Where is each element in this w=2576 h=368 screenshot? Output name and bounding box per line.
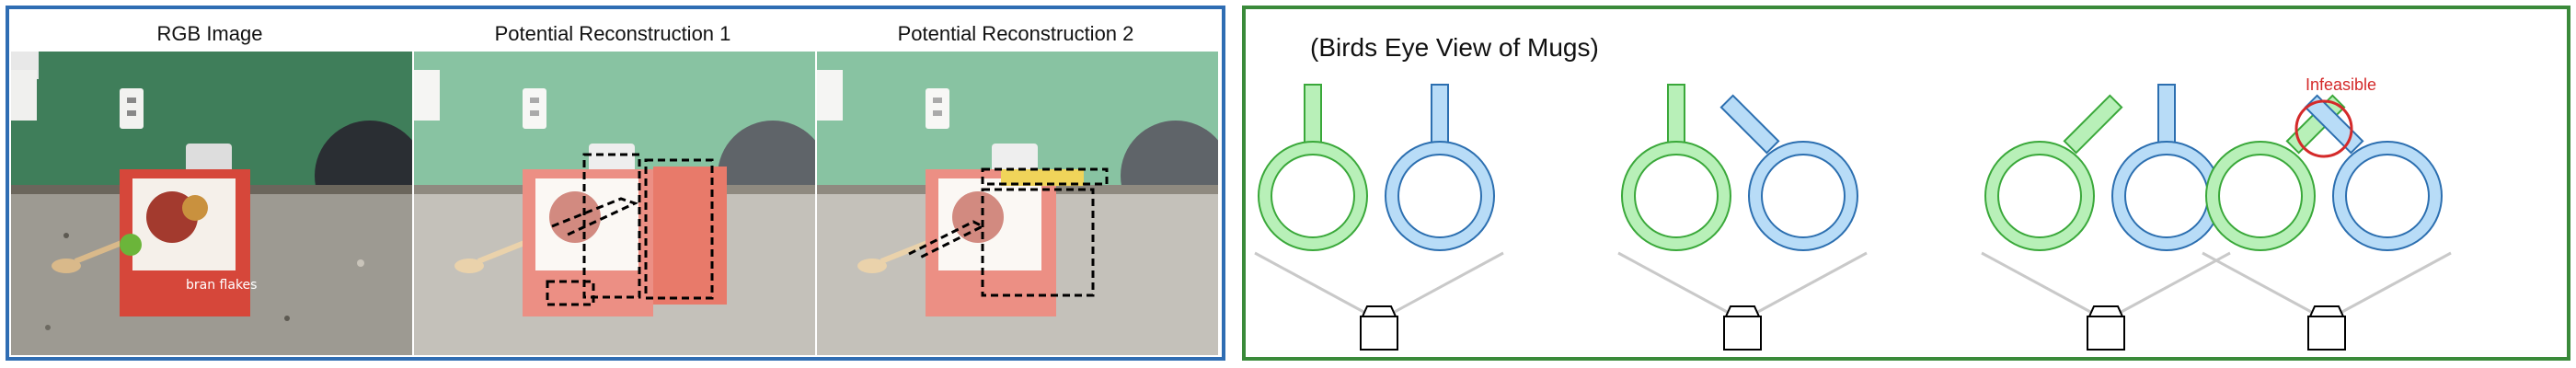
left-panel: RGB Image Potential Reconstruction 1 Pot… — [6, 6, 1225, 361]
camera-view-line-left — [1254, 251, 1366, 315]
collision-circle — [2294, 99, 2353, 158]
green-mug — [1258, 84, 1368, 251]
birds-eye-view-title: (Birds Eye View of Mugs) — [1310, 33, 1599, 62]
camera-view-line-right — [2119, 251, 2231, 315]
camera-icon — [2087, 305, 2125, 351]
mug-scene-4: Infeasible — [2193, 64, 2561, 359]
reconstruction-1-photo — [414, 52, 815, 355]
camera-icon — [1723, 305, 1762, 351]
infeasible-label: Infeasible — [2306, 75, 2377, 94]
blue-mug — [2111, 84, 2222, 251]
rgb-image-photo: bran flakes — [11, 52, 412, 355]
right-panel: (Birds Eye View of Mugs) — [1242, 6, 2570, 361]
green-mug — [1984, 94, 2123, 251]
blue-mug — [1719, 94, 1858, 251]
green-mug — [1621, 84, 1731, 251]
caption-reconstruction-1: Potential Reconstruction 1 — [494, 22, 731, 45]
blue-mug — [1385, 84, 1495, 251]
mug-scene-1 — [1246, 64, 1614, 359]
blue-mug — [2304, 94, 2443, 251]
mug-scene-2 — [1609, 64, 1977, 359]
caption-rgb-image: RGB Image — [156, 22, 263, 45]
green-mug — [2205, 94, 2346, 251]
camera-view-line-right — [1755, 251, 1868, 315]
cereal-box-label: bran flakes — [186, 278, 257, 293]
camera-view-line-right — [2340, 251, 2452, 315]
camera-view-line-left — [1981, 251, 2093, 315]
reconstruction-2-photo — [817, 52, 1218, 355]
camera-view-line-left — [2202, 251, 2314, 315]
caption-reconstruction-2: Potential Reconstruction 2 — [897, 22, 1134, 45]
camera-view-line-right — [1392, 251, 1504, 315]
camera-icon — [1360, 305, 1398, 351]
mug-scene-3 — [1972, 64, 2340, 359]
camera-icon — [2307, 305, 2346, 351]
camera-view-line-left — [1617, 251, 1730, 315]
